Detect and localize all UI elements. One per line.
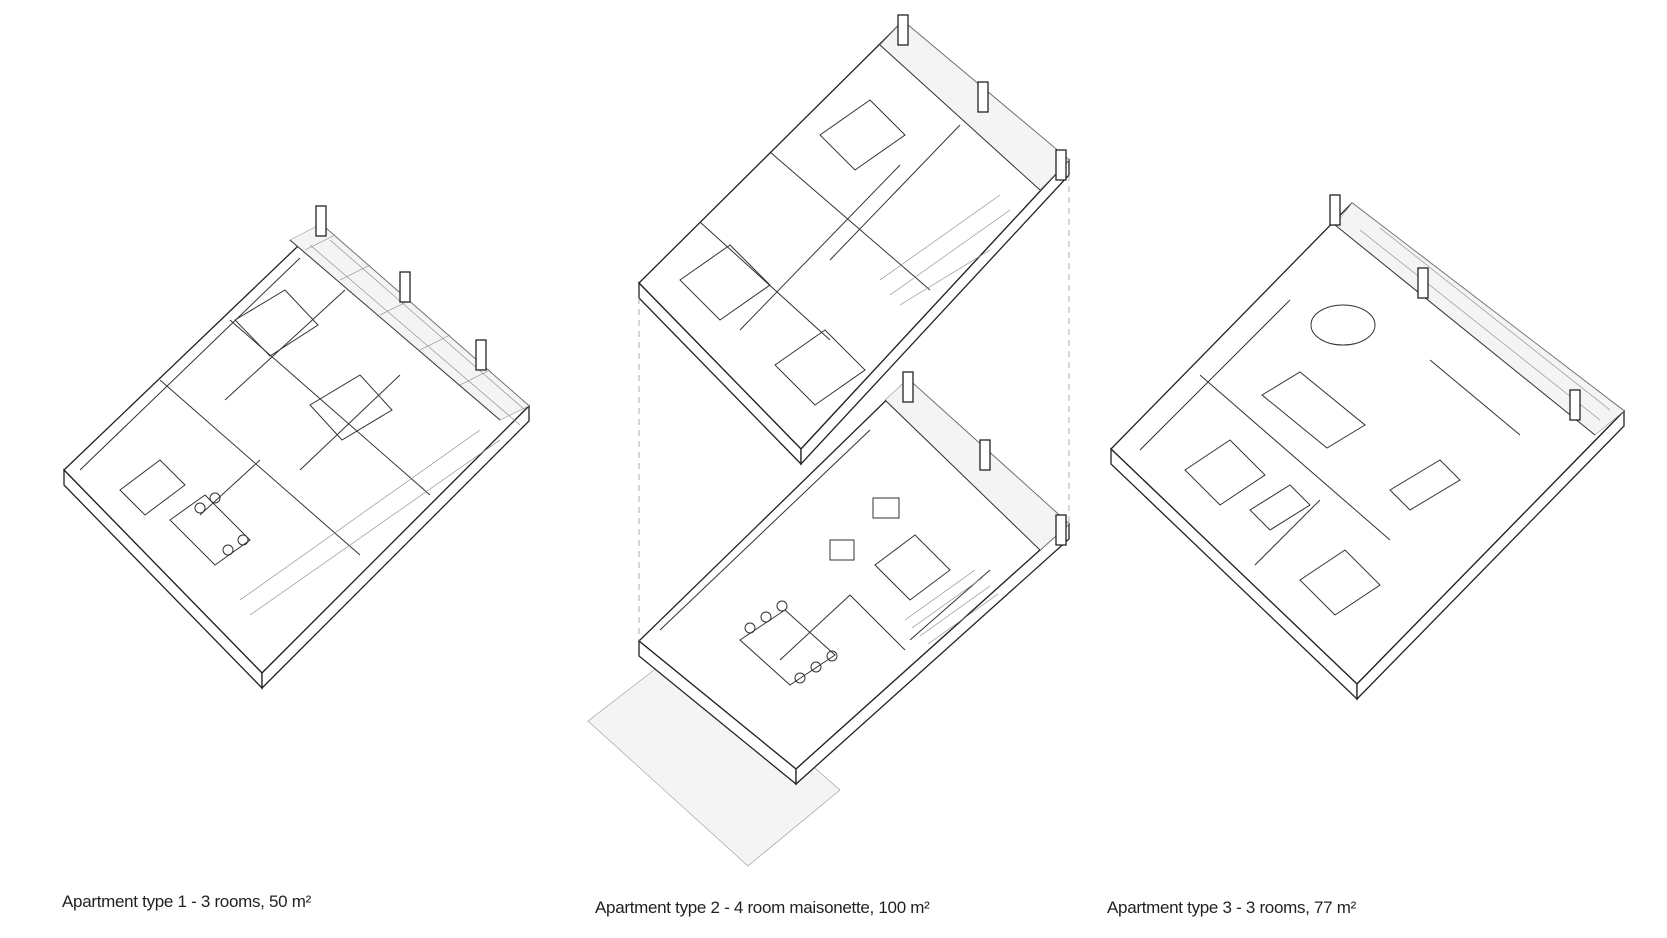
apartment-type-3-axonometric [1110,194,1625,701]
floor-connection-dashed-lines [638,175,1070,641]
apartment-type-2-upper-floor-axonometric [638,14,1070,466]
caption-apartment-type-3: Apartment type 3 - 3 rooms, 77 m² [1107,898,1356,917]
caption-apartment-type-2: Apartment type 2 - 4 room maisonette, 10… [595,898,930,917]
apartment-type-1-axonometric [63,205,530,690]
apartment-type-2-lower-floor-axonometric [587,371,1070,867]
caption-apartment-type-1: Apartment type 1 - 3 rooms, 50 m² [62,892,311,911]
